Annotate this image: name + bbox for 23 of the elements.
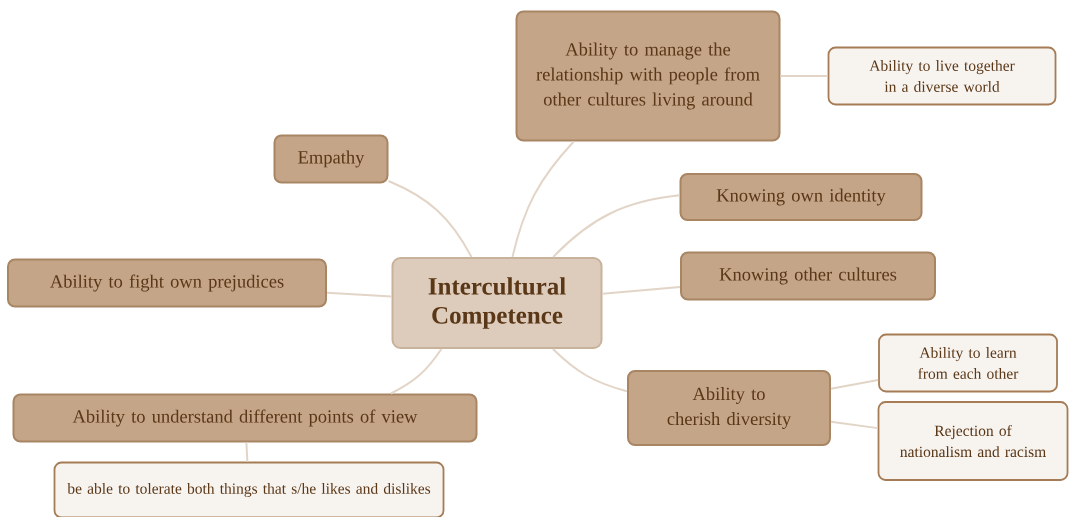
connector-line [245, 441, 249, 463]
branch-box: Ability to cherish diversity [627, 370, 831, 446]
connector-line [830, 378, 880, 390]
connector-line [779, 75, 829, 77]
connector-line [552, 348, 628, 393]
detail-box: Ability to live together in a diverse world [827, 46, 1057, 106]
branch-box: Knowing other cultures [680, 251, 936, 301]
connector-line [511, 140, 575, 258]
detail-box: Rejection of nationalism and racism [877, 401, 1069, 481]
connector-line [552, 194, 681, 258]
branch-box: Ability to fight own prejudices [7, 258, 327, 308]
branch-box: Ability to understand different points of view [12, 393, 478, 443]
connector-line [387, 180, 473, 258]
branch-box: Empathy [273, 134, 389, 184]
branch-box: Ability to manage the relationship with people from other cultures living around [515, 10, 781, 142]
connector-line [601, 286, 681, 295]
detail-box: Ability to learn from each other [878, 333, 1058, 393]
connector-line [830, 420, 879, 430]
branch-box: Knowing own identity [679, 173, 923, 221]
topic-box: Intercultural Competence [391, 257, 603, 349]
connector-line [326, 291, 393, 298]
detail-box: be able to tolerate both things that s/he likes and dislikes [53, 461, 445, 517]
connector-line [389, 348, 443, 395]
